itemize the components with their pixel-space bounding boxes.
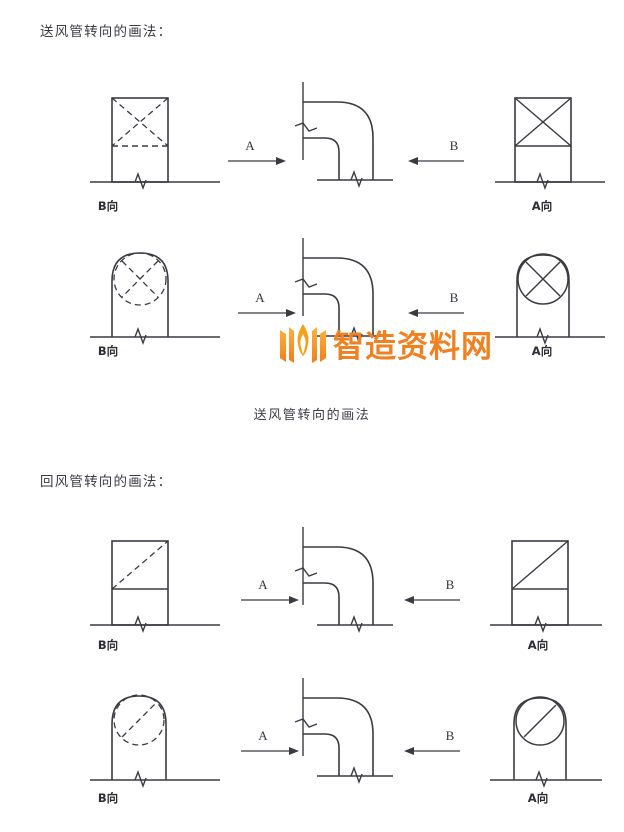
view-label-supply-rect-a: A向 (531, 199, 553, 213)
arrow-label-a-row4: A (258, 728, 268, 743)
view-label-return-round-b: B向 (97, 791, 119, 805)
duct-round-top (516, 254, 570, 282)
elbow-outer-wall (303, 101, 374, 180)
duct-outline (111, 97, 169, 183)
dashed-circle (113, 252, 167, 306)
duct-round-top (513, 697, 567, 725)
break-mark (536, 326, 549, 346)
arrow-label-b-row4: B (445, 728, 455, 743)
view-label-supply-round-a: A向 (531, 344, 553, 358)
arrow-label-b-row2: B (449, 290, 459, 305)
diagonal-line (121, 702, 157, 738)
view-label-supply-round-b: B向 (97, 344, 119, 358)
break-mark (134, 769, 147, 789)
diagonal-line (523, 704, 557, 738)
break-mark (134, 614, 147, 634)
elbow-inner-wall (303, 582, 340, 625)
break-mark-bottom (350, 765, 363, 785)
elbow-outer-wall (303, 697, 374, 776)
figure-caption-supply: 送风管转向的画法 (253, 408, 371, 423)
arrow-label-a-row2: A (255, 290, 265, 305)
view-label-return-round-a: A向 (527, 791, 549, 805)
break-mark (134, 326, 147, 346)
cross-line-b (111, 97, 169, 147)
diagonal-line (111, 540, 169, 590)
break-mark-left (294, 718, 318, 728)
duct-round-top (111, 252, 169, 282)
arrow-label-a-row1: A (245, 138, 255, 153)
cross-line-b (121, 260, 159, 298)
cross-line-b (525, 261, 561, 297)
diagonal-line (511, 540, 569, 590)
break-mark (534, 614, 547, 634)
break-mark-left (294, 567, 318, 577)
break-mark (134, 171, 147, 191)
elbow-inner-wall (303, 137, 340, 180)
cross-line-a (111, 97, 169, 147)
view-label-supply-rect-b: B向 (97, 199, 119, 213)
break-mark (535, 769, 548, 789)
dashed-circle (113, 694, 165, 746)
duct-outline (514, 97, 572, 183)
elbow-outer-wall (303, 257, 374, 336)
elbow-outer-wall (303, 546, 374, 625)
arrow-label-a-row3: A (258, 577, 268, 592)
elbow-inner-wall (303, 733, 340, 776)
arrow-label-b-row3: B (445, 577, 455, 592)
break-mark (536, 171, 549, 191)
section-heading-supply: 送风管转向的画法： (40, 24, 173, 40)
section-heading-return: 回风管转向的画法： (40, 474, 173, 490)
elbow-inner-wall (303, 293, 340, 336)
solid-circle (515, 696, 565, 746)
break-mark-left (294, 122, 318, 132)
arrow-label-b-row1: B (449, 138, 459, 153)
view-label-return-rect-b: B向 (97, 638, 119, 652)
view-label-return-rect-a: A向 (527, 638, 549, 652)
break-mark-left (294, 278, 318, 288)
break-mark-bottom (350, 325, 363, 345)
duct-outline (511, 540, 569, 626)
duct-outline (111, 540, 169, 626)
break-mark-bottom (350, 614, 363, 634)
break-mark-bottom (350, 169, 363, 189)
duct-round-top (111, 695, 167, 725)
cross-line-b (514, 97, 572, 147)
solid-circle (517, 253, 569, 305)
